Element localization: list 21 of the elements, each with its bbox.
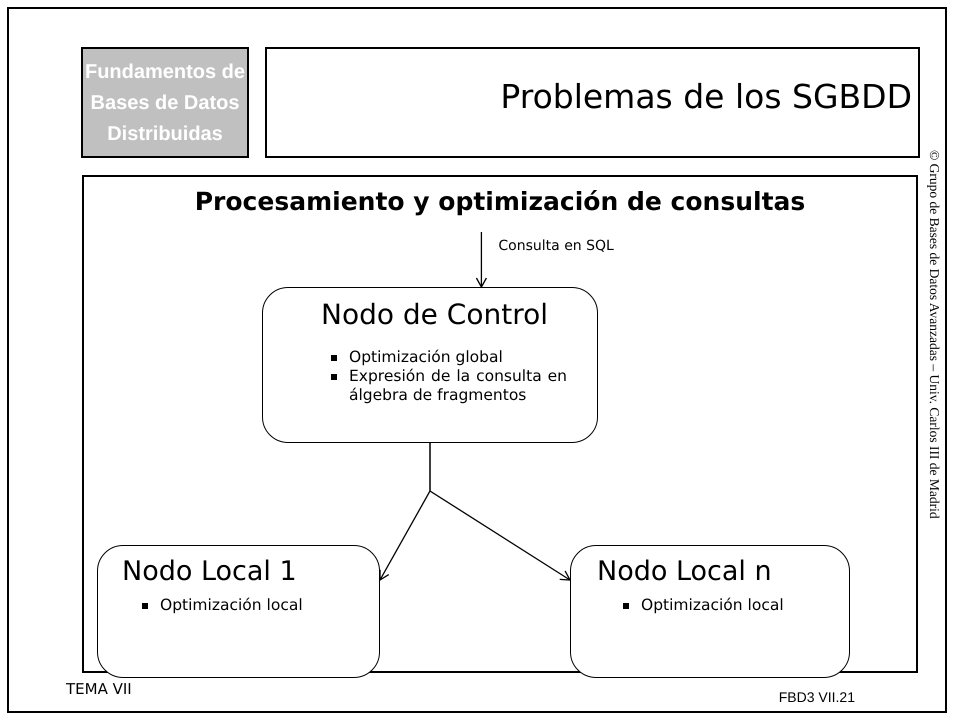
arrow	[429, 443, 571, 581]
bullet-item: Optimización local	[138, 596, 358, 615]
footer-text: FBD3 VII.21	[778, 689, 855, 705]
process-box	[262, 287, 598, 443]
header-box	[81, 47, 249, 158]
footer-text: TEMA VII	[66, 680, 132, 698]
panel-heading: Procesamiento y optimización de consultas	[194, 187, 806, 216]
header-text: Fundamentos de Bases de Datos Distribuidas	[84, 60, 246, 147]
slide-title: Problemas de los SGBDD	[500, 77, 912, 116]
edge-label: Consulta en SQL	[498, 238, 614, 254]
bullet-item: Optimización local	[619, 596, 839, 615]
node-title: Nodo Local n	[597, 556, 772, 587]
process-box	[570, 545, 850, 678]
title-box	[265, 47, 920, 158]
node-title: Nodo de Control	[321, 298, 548, 331]
copyright-note: © Grupo de Bases de Datos Avanzadas – Univ. Carlos III de Madrid	[926, 150, 942, 521]
process-box	[97, 545, 380, 678]
bullet-item: Optimización global	[327, 348, 567, 367]
node-title: Nodo Local 1	[122, 556, 297, 587]
arrow	[476, 232, 488, 288]
bullet-item: Expresión de la consulta en álgebra de fragmentos	[327, 367, 567, 405]
